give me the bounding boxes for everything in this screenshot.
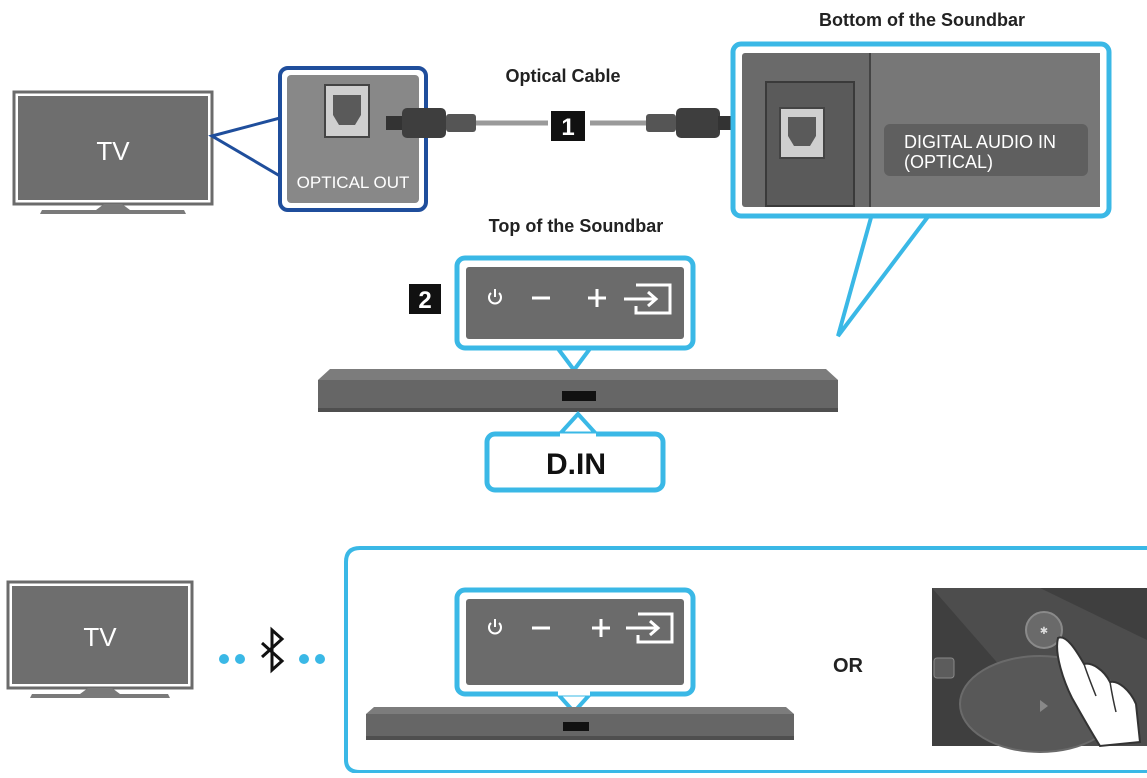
optical-cable: Optical Cable 1 xyxy=(386,66,736,141)
or-label: OR xyxy=(833,655,864,677)
plus-icon xyxy=(588,289,606,307)
input-source-icon xyxy=(626,612,674,644)
digital-in-label-line2: (OPTICAL) xyxy=(904,152,993,172)
optical-out-panel: OPTICAL OUT xyxy=(278,66,428,212)
power-icon xyxy=(488,289,502,305)
soundbar-bottom xyxy=(366,707,794,740)
bluetooth-pair-button xyxy=(1025,611,1063,649)
soundbar-top xyxy=(318,369,838,412)
tv-top: TV xyxy=(12,90,214,214)
bluetooth-link xyxy=(219,626,325,674)
tv-bottom-label: TV xyxy=(83,622,117,652)
bottom-soundbar-panel: DIGITAL AUDIO IN (OPTICAL) xyxy=(730,41,1112,338)
bluetooth-frame xyxy=(344,546,1147,774)
step-1-badge: 1 xyxy=(561,114,574,141)
display-callout: D.IN xyxy=(484,411,666,493)
plus-icon xyxy=(592,619,610,637)
tv-callout-pointer xyxy=(208,116,282,179)
bottom-soundbar-label: Bottom of the Soundbar xyxy=(819,10,1025,30)
input-source-icon xyxy=(624,283,672,315)
cable-label: Optical Cable xyxy=(505,66,620,86)
top-control-panel xyxy=(454,255,696,374)
hand-press-icon xyxy=(1056,636,1142,748)
optical-out-label: OPTICAL OUT xyxy=(297,173,410,192)
svg-text:✱: ✱ xyxy=(1040,626,1048,637)
remote-press-photo: ✱ xyxy=(932,588,1147,753)
tv-top-label: TV xyxy=(96,136,130,166)
digital-in-label-line1: DIGITAL AUDIO IN xyxy=(904,132,1056,152)
step-2-badge: 2 xyxy=(418,287,431,314)
tv-bottom: TV xyxy=(6,580,194,698)
top-soundbar-label: Top of the Soundbar xyxy=(489,216,664,236)
bluetooth-icon xyxy=(260,626,285,674)
power-icon xyxy=(488,619,502,635)
display-text: D.IN xyxy=(546,448,606,481)
bottom-control-panel xyxy=(454,587,696,715)
